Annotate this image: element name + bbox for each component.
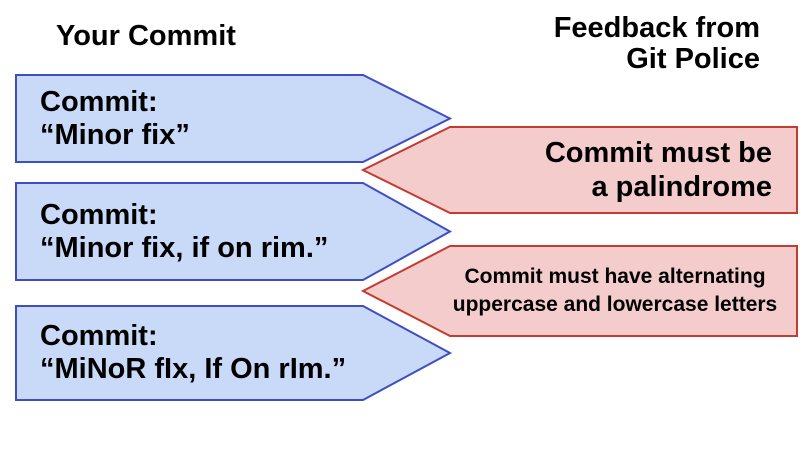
column-title-feedback-line2: Git Police — [626, 43, 760, 75]
commit-arrow-1-text: Commit: “Minor fix” — [16, 75, 363, 162]
commit-arrow-1-label: Commit: — [40, 85, 158, 118]
commit-arrow-2-shape — [15, 182, 453, 281]
commit-arrow-2-text: Commit: “Minor fix, if on rim.” — [16, 183, 363, 280]
column-title-feedback-line1: Feedback from — [553, 12, 760, 44]
commit-arrow-3-text: Commit: “MiNoR fIx, If On rIm.” — [16, 306, 363, 400]
commit-arrow-2-message: “Minor fix, if on rim.” — [40, 231, 329, 264]
feedback-arrow-1-shape — [360, 126, 798, 214]
feedback-arrow-2-line1: Commit must have alternating — [464, 265, 766, 288]
feedback-arrow-1-line2: a palindrome — [591, 171, 773, 203]
column-title-your-commit: Your Commit — [56, 20, 236, 52]
commit-arrow-3-message: “MiNoR fIx, If On rIm.” — [40, 353, 347, 385]
feedback-arrow-2-shape — [360, 245, 798, 337]
commit-arrow-1-shape — [15, 74, 453, 163]
commit-arrow-2-label: Commit: — [40, 198, 158, 231]
feedback-arrow-1-line1: Commit must be — [544, 137, 772, 169]
feedback-arrow-2-text: Commit must have alternating uppercase a… — [448, 246, 782, 336]
column-title-your-commit-text: Your Commit — [56, 20, 236, 52]
feedback-arrow-1-text: Commit must be a palindrome — [450, 127, 772, 213]
commit-arrow-3-label: Commit: — [40, 320, 158, 352]
feedback-arrow-2-line2: uppercase and lowercase letters — [452, 293, 778, 316]
column-title-feedback: Feedback from Git Police — [554, 13, 760, 75]
commit-arrow-1-message: “Minor fix” — [40, 118, 190, 151]
commit-arrow-3-shape — [15, 305, 453, 401]
